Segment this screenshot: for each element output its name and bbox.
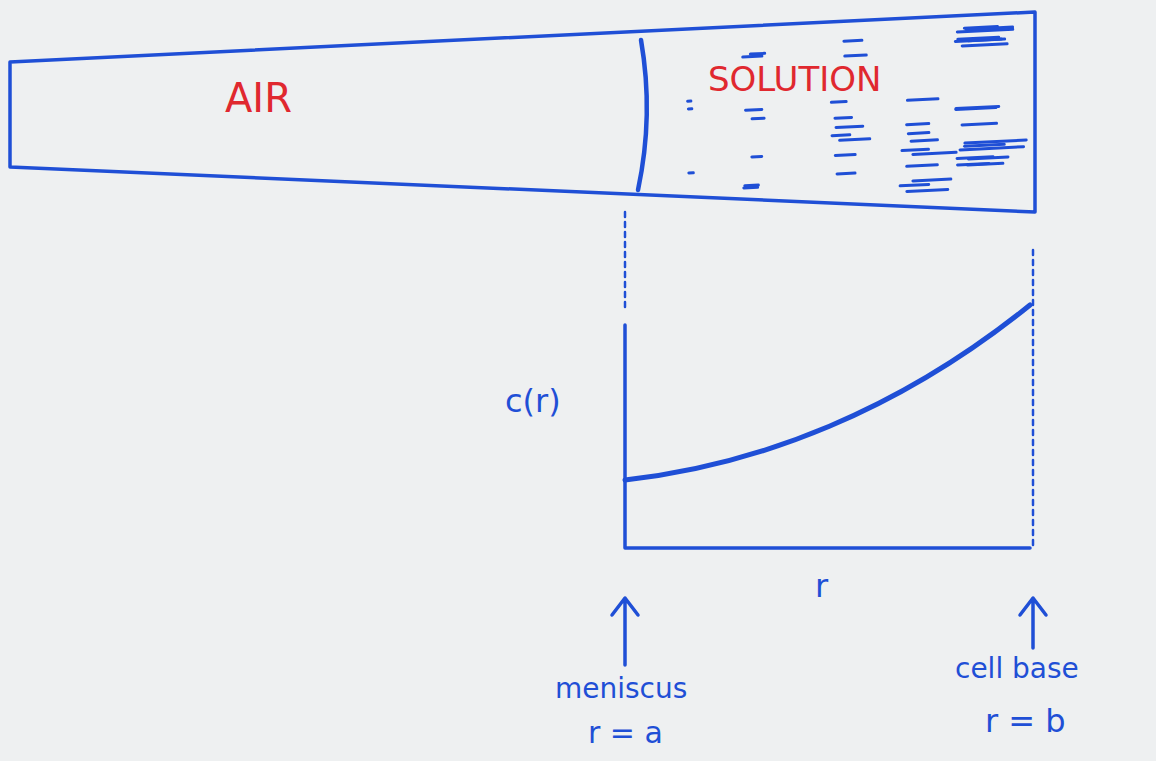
position-label: r = b	[985, 705, 1066, 737]
meniscus-line	[638, 40, 647, 190]
axis-label: r	[815, 570, 828, 602]
graph-axes	[625, 325, 1030, 548]
base-guide	[1032, 250, 1035, 545]
axis-label: c(r)	[505, 385, 561, 417]
meniscus-arrow	[612, 598, 638, 665]
solution-hatching	[688, 26, 1027, 191]
position-label: meniscus	[555, 675, 687, 703]
region-label: SOLUTION	[708, 62, 881, 96]
meniscus-guide	[624, 212, 627, 312]
position-label: cell base	[955, 655, 1079, 683]
position-label: r = a	[588, 718, 663, 748]
region-label: AIR	[225, 78, 292, 118]
centrifuge-cell	[10, 12, 1035, 212]
base-arrow	[1020, 598, 1046, 648]
concentration-curve	[625, 305, 1030, 480]
